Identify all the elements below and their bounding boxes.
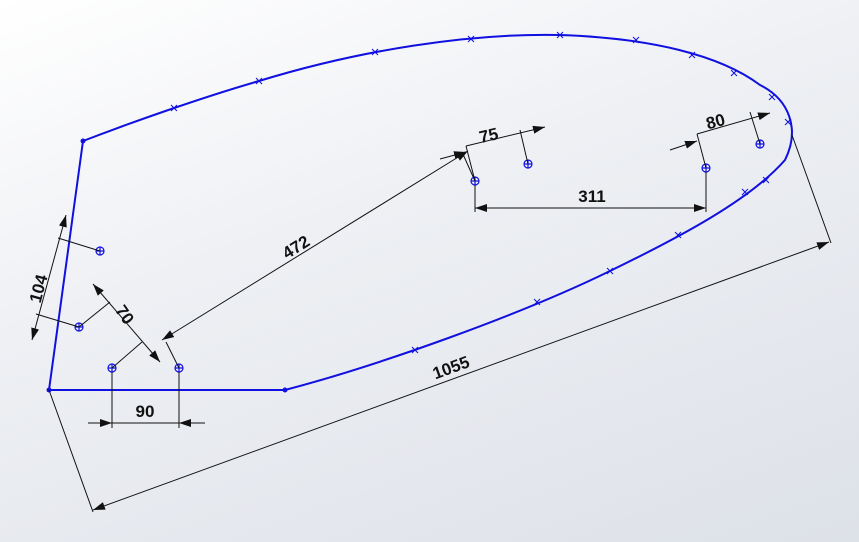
dimension-1055[interactable]: 1055 bbox=[48, 134, 832, 513]
dimension-311[interactable]: 311 bbox=[474, 172, 707, 212]
dimension-104[interactable]: 104 bbox=[26, 214, 101, 341]
dimension-75[interactable]: 75 bbox=[439, 124, 546, 182]
dim-311-label: 311 bbox=[578, 187, 605, 206]
dimension-472[interactable]: 472 bbox=[161, 150, 476, 369]
sketch-points[interactable] bbox=[74, 139, 765, 373]
dim-90-label: 90 bbox=[136, 402, 155, 421]
dim-104-label: 104 bbox=[26, 272, 52, 305]
sketch-profile[interactable] bbox=[46, 31, 793, 393]
profile-lines[interactable] bbox=[47, 140, 285, 391]
dim-70-label: 70 bbox=[111, 302, 137, 328]
dim-472-label: 472 bbox=[279, 232, 313, 263]
dim-75-label: 75 bbox=[477, 124, 500, 147]
dimension-90[interactable]: 90 bbox=[88, 372, 205, 428]
vertex-points bbox=[46, 138, 288, 393]
dim-80-label: 80 bbox=[704, 110, 727, 133]
dim-1055-label: 1055 bbox=[430, 352, 472, 383]
dimension-70[interactable]: 70 bbox=[78, 283, 161, 369]
dimension-80[interactable]: 80 bbox=[669, 110, 771, 169]
profile-spline[interactable] bbox=[82, 33, 793, 391]
